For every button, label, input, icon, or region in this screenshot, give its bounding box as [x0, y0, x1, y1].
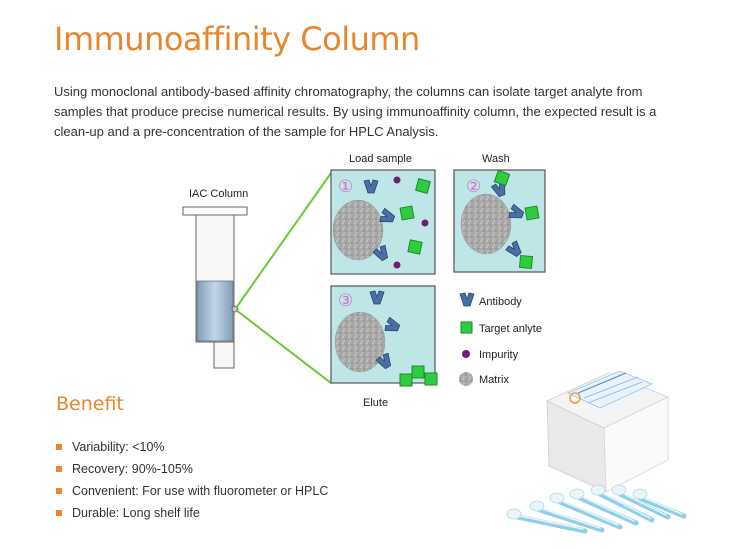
- legend-target-label: Target anlyte: [479, 323, 542, 335]
- bullet-icon: [56, 510, 62, 516]
- page-title: Immunoaffinity Column: [54, 20, 420, 58]
- antibody-icon: [459, 292, 475, 307]
- benefit-item: Variability: <10%: [56, 436, 328, 458]
- step-3-number: ③: [338, 291, 353, 311]
- target-analyte-icon: [460, 321, 473, 334]
- iac-column: [182, 206, 248, 369]
- benefit-item: Convenient: For use with fluorometer or …: [56, 480, 328, 502]
- benefit-list: Variability: <10% Recovery: 90%-105% Con…: [56, 436, 328, 524]
- impurity-icon: [462, 350, 470, 358]
- panel-wash: ②: [453, 169, 546, 273]
- panel-load-sample: ①: [330, 169, 436, 275]
- benefit-item: Recovery: 90%-105%: [56, 458, 328, 480]
- iac-column-label: IAC Column: [189, 188, 248, 200]
- step-2-number: ②: [466, 177, 481, 197]
- benefit-heading: Benefit: [56, 393, 124, 415]
- benefit-item-text: Variability: <10%: [72, 440, 165, 454]
- wash-label: Wash: [482, 153, 510, 165]
- legend-antibody-label: Antibody: [479, 296, 522, 308]
- step-1-number: ①: [338, 177, 353, 197]
- matrix-icon: [459, 372, 473, 386]
- elute-label: Elute: [363, 397, 388, 409]
- intro-paragraph: Using monoclonal antibody-based affinity…: [54, 84, 657, 139]
- product-kit-image: [506, 370, 687, 534]
- zoom-connectors: [235, 172, 332, 384]
- diagram-legend: Antibody Target anlyte Impurity Matrix: [459, 292, 542, 386]
- benefit-item: Durable: Long shelf life: [56, 502, 328, 524]
- load-sample-label: Load sample: [349, 153, 412, 165]
- legend-matrix-label: Matrix: [479, 374, 509, 386]
- bullet-icon: [56, 488, 62, 494]
- bullet-icon: [56, 466, 62, 472]
- bullet-icon: [56, 444, 62, 450]
- panel-elute: ③: [330, 285, 438, 387]
- benefit-item-text: Recovery: 90%-105%: [72, 462, 193, 476]
- benefit-item-text: Convenient: For use with fluorometer or …: [72, 484, 329, 498]
- legend-impurity-label: Impurity: [479, 349, 519, 361]
- benefit-item-text: Durable: Long shelf life: [72, 506, 200, 520]
